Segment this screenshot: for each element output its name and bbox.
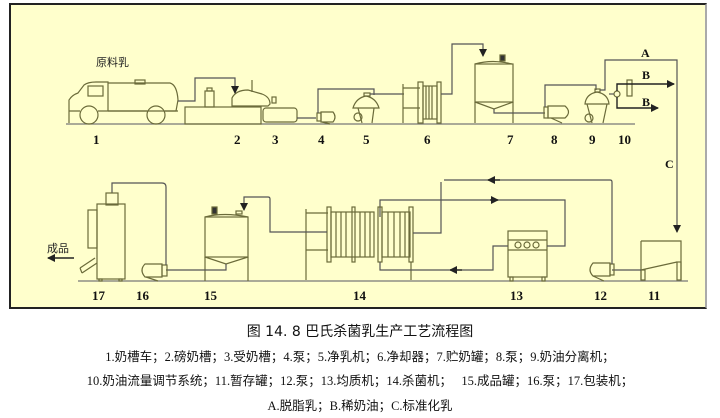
pipe-storage-to-pump8 (493, 109, 545, 114)
number-7: 7 (507, 132, 514, 147)
legend-line-3: A.脱脂乳；B.稀奶油；C.标准化乳 (267, 399, 453, 413)
figure-title: 图 14. 8 巴氏杀菌乳生产工艺流程图 (246, 324, 474, 340)
weighing-tank (184, 80, 277, 125)
pipe-homogenizer-out (379, 199, 566, 247)
raw-milk-label: 原料乳 (96, 55, 129, 69)
stream-label-B2: B (642, 95, 650, 109)
number-5: 5 (363, 132, 370, 147)
stream-label-C: C (665, 157, 674, 171)
pipe-truck-to-weighing (178, 77, 239, 102)
number-4: 4 (318, 132, 325, 147)
finished-product-label: 成品 (47, 242, 69, 255)
flow-diagram: 原料乳 (47, 43, 688, 303)
number-17: 17 (92, 288, 106, 303)
pipe-cooler-to-storage (441, 43, 487, 95)
number-2: 2 (234, 132, 241, 147)
pipe-cream-B2 (616, 97, 659, 112)
pipe-pump12-to-pasteurizer (444, 179, 613, 264)
pump-16 (141, 263, 168, 282)
pipe-skim-milk-A (600, 59, 681, 233)
pump-4 (316, 111, 336, 125)
legend-line-2: 10.奶油流量调节系统；11.暂存罐；12.泵；13.均质机；14.杀菌机； 1… (86, 374, 634, 388)
pasteurizer (305, 206, 414, 280)
legend-line-1: 1.奶槽车；2.磅奶槽；3.受奶槽；4.泵；5.净乳机；6.净却器；7.贮奶罐；… (105, 350, 615, 364)
number-12: 12 (594, 288, 607, 303)
number-6: 6 (424, 132, 431, 147)
number-9: 9 (589, 132, 596, 147)
number-14: 14 (353, 288, 367, 303)
packaging-machine (79, 192, 126, 282)
number-16: 16 (136, 288, 150, 303)
stream-label-B1: B (642, 68, 650, 82)
milk-clarifier (352, 92, 380, 124)
cream-separator (584, 88, 610, 124)
plate-cooler (402, 81, 442, 124)
number-8: 8 (551, 132, 558, 147)
pipe-pump8-to-separator (544, 84, 597, 107)
receiving-tank (262, 107, 298, 123)
stream-label-A: A (641, 46, 650, 60)
pipe-pasteurizer-bottom (379, 262, 450, 271)
number-3: 3 (272, 132, 279, 147)
pipe-pasteurizer-to-finished-tank (240, 196, 327, 233)
pipe-pasteurizer-in (413, 182, 442, 234)
number-13: 13 (510, 288, 524, 303)
number-1: 1 (93, 132, 100, 147)
number-10: 10 (618, 132, 631, 147)
pipe-pump4-to-clarifier (317, 88, 375, 113)
pipe-finished-tank-to-pump16 (166, 264, 227, 271)
pipe-pasteurizer-to-homogenizer (450, 245, 508, 271)
milk-tanker-truck (68, 79, 179, 125)
pump-12 (589, 262, 615, 282)
number-11: 11 (648, 288, 660, 303)
homogenizer (507, 230, 548, 282)
pump-8 (543, 105, 570, 124)
pipe-pump16-to-packer (111, 182, 167, 265)
buffer-tank (640, 240, 682, 281)
pipe-cream-B1 (616, 80, 675, 91)
number-15: 15 (204, 288, 218, 303)
